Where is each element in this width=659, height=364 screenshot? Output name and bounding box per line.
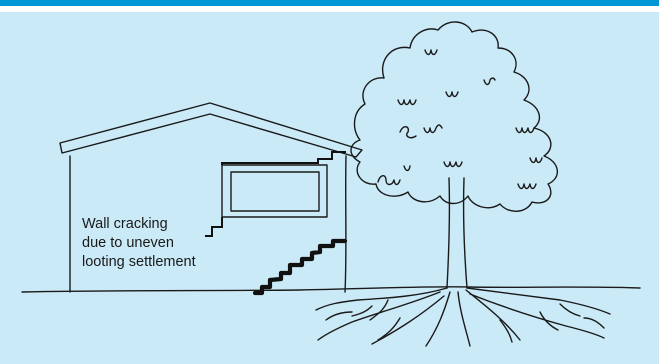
lower-crack <box>255 241 345 293</box>
caption-line-2: due to uneven <box>82 234 247 253</box>
roof <box>60 103 362 157</box>
caption-line-1: Wall cracking <box>82 215 247 234</box>
house-right-wall <box>345 156 346 292</box>
window-inner <box>231 172 319 211</box>
tree-icon <box>351 22 557 288</box>
roots-icon <box>316 288 610 346</box>
upper-crack <box>222 152 346 165</box>
tree-crown <box>351 22 557 211</box>
wall-crack-caption: Wall cracking due to uneven looting sett… <box>82 215 247 272</box>
window <box>222 165 327 217</box>
tree-trunk <box>447 178 467 288</box>
caption-line-3: looting settlement <box>82 253 247 272</box>
ground-line <box>22 287 640 292</box>
